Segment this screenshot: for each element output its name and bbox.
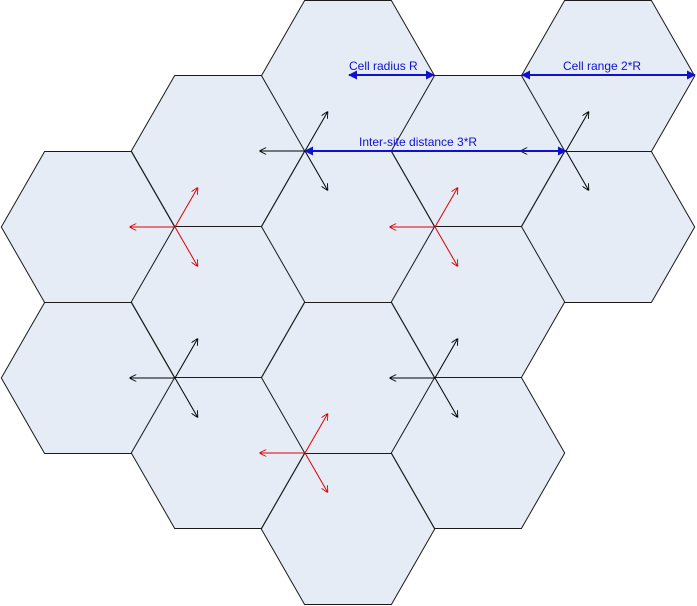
site-antenna-3 (130, 188, 198, 266)
site-antenna-1 (260, 112, 328, 190)
sector-arrow (304, 414, 328, 454)
sector-arrow (174, 339, 198, 379)
inter-site-distance-label: Inter-site distance 3*R (359, 135, 477, 149)
sector-arrow (174, 377, 198, 417)
sector-arrow (304, 150, 328, 190)
sector-arrow (434, 339, 458, 379)
sector-arrow (304, 452, 328, 492)
hex-cell (260, 453, 436, 605)
cell-radius-label: Cell radius R (349, 59, 418, 73)
site-antenna-6 (390, 339, 458, 417)
sector-arrow (174, 188, 198, 228)
site-antenna-7 (260, 414, 328, 492)
dimension-annotations: Cell radius R Cell range 2*R Inter-site … (304, 59, 696, 156)
site-antenna-5 (130, 339, 198, 417)
sector-arrow (434, 226, 458, 266)
sector-arrow (304, 112, 328, 152)
sector-arrow (434, 188, 458, 228)
sector-arrow (565, 112, 589, 152)
cell-range-label: Cell range 2*R (563, 59, 641, 73)
sector-arrow (434, 377, 458, 417)
site-antenna-4 (390, 188, 458, 266)
sector-arrow (174, 226, 198, 266)
sector-arrow (565, 150, 589, 190)
